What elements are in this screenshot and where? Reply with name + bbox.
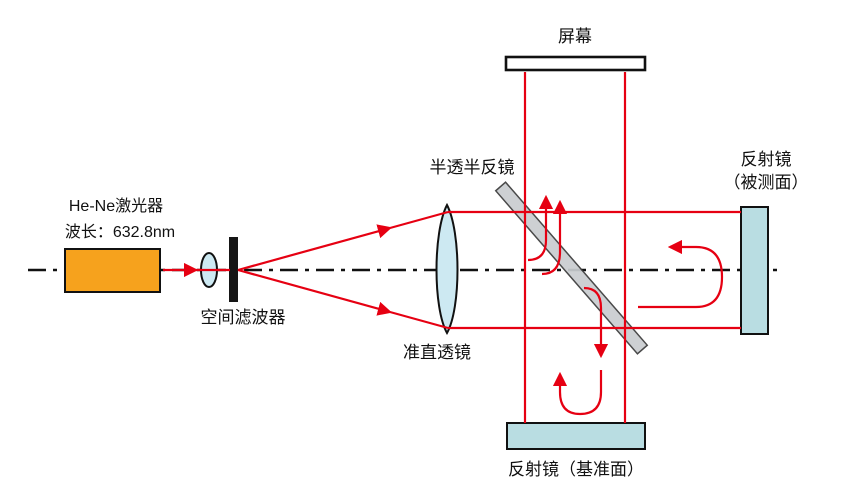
- mirror-reference-label: 反射镜（基准面）: [508, 460, 644, 479]
- spatial-filter-bar: [229, 237, 238, 302]
- screen-label: 屏幕: [558, 27, 592, 46]
- collimating-lens-label: 准直透镜: [403, 343, 471, 362]
- beam-uturn-reference-mirror: [552, 370, 603, 416]
- laser-wavelength-label: 波长：632.8nm: [65, 223, 175, 241]
- beam-splitter-label: 半透半反镜: [430, 158, 515, 177]
- beam-uturn-test-mirror: [638, 239, 724, 309]
- mirror-test-label-line2: （被测面）: [724, 173, 809, 192]
- beam-hook-down: [583, 286, 609, 359]
- beam-cone-bottom: [389, 310, 449, 330]
- laser-body: [64, 248, 161, 293]
- beam-hook-up-1: [527, 194, 554, 262]
- mirror-test-label-line1: 反射镜: [741, 150, 792, 169]
- beam-cone-top: [389, 210, 449, 230]
- beam-splitter-plate: [494, 181, 649, 355]
- beam-cone-bottom-arrow: [237, 268, 393, 316]
- screen-plate: [504, 55, 647, 72]
- mirror-reference-surface: [506, 422, 646, 450]
- beam-cone-top-arrow: [237, 224, 393, 272]
- laser-name-label: He-Ne激光器: [69, 197, 163, 215]
- beam-hook-up-2: [541, 199, 568, 276]
- collimating-lens: [435, 202, 459, 336]
- spatial-filter-label: 空间滤波器: [201, 308, 286, 327]
- mirror-test-surface: [740, 206, 769, 335]
